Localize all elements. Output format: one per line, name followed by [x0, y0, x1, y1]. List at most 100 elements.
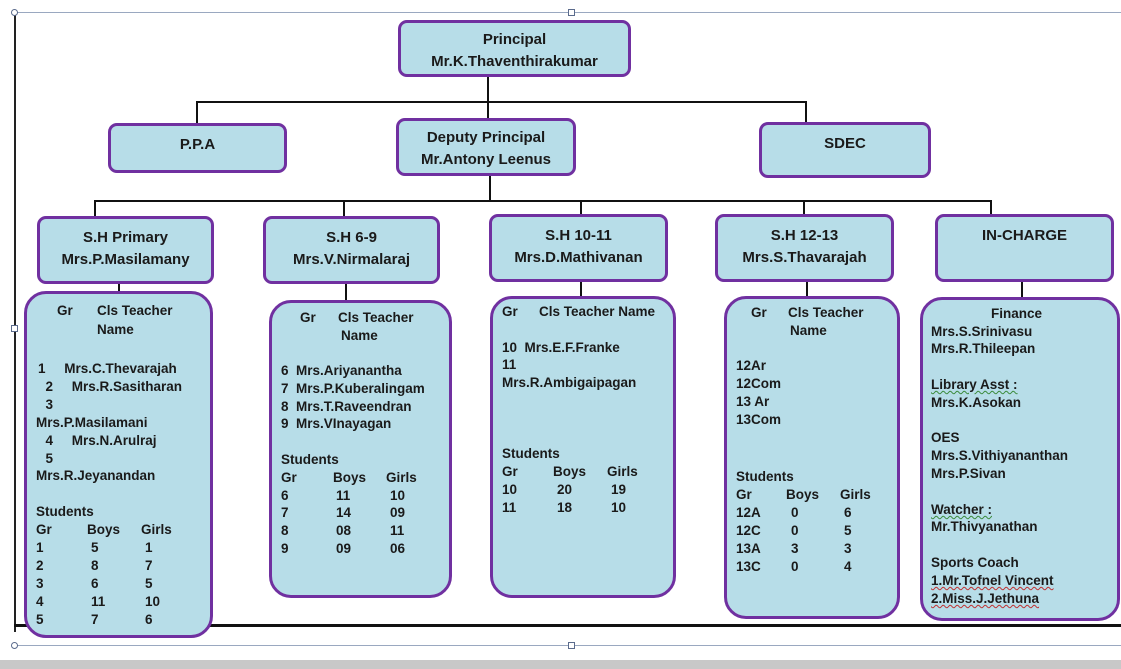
teacher-row: 10 Mrs.E.F.Franke: [502, 340, 620, 355]
head-box-primary[interactable]: S.H Primary Mrs.P.Masilamany: [37, 216, 214, 284]
oes-name: Mrs.S.Vithiyananthan: [931, 448, 1069, 463]
head-box-10-11[interactable]: S.H 10-11 Mrs.D.Mathivanan: [489, 214, 668, 282]
students-cell: 13C: [736, 559, 761, 574]
oes-name: Mrs.P.Sivan: [931, 466, 1006, 481]
library-label: Library Asst :: [931, 377, 1018, 392]
col-header-gr: Gr: [57, 303, 73, 318]
teacher-row: Mrs.P.Masilamani: [36, 415, 148, 430]
students-header-girls: Girls: [386, 470, 417, 485]
connector-line: [94, 200, 992, 202]
teacher-row: 11: [502, 357, 517, 372]
students-cell: 6: [91, 576, 99, 591]
students-cell: 3: [844, 541, 852, 556]
students-header-gr: Gr: [36, 522, 52, 537]
grade-12-13-detail-box[interactable]: [724, 296, 900, 619]
connector-line: [580, 200, 582, 216]
deputy-title: Deputy Principal: [426, 129, 546, 146]
head-box-6-9[interactable]: S.H 6-9 Mrs.V.Nirmalaraj: [263, 216, 440, 284]
head-box-in-charge[interactable]: IN-CHARGE: [935, 214, 1114, 282]
class-row: 13 Ar: [736, 394, 770, 409]
canvas-top-border: [14, 12, 1121, 13]
students-cell: 6: [145, 612, 153, 627]
connector-line: [806, 281, 808, 297]
students-cell: 09: [390, 505, 406, 520]
students-cell: 10: [390, 488, 406, 503]
sdec-box[interactable]: SDEC: [759, 122, 931, 178]
finance-name: Mrs.S.Srinivasu: [931, 324, 1033, 339]
connector-line: [345, 283, 347, 301]
col-header-name: Name: [97, 322, 134, 337]
students-label: Students: [281, 452, 339, 467]
watcher-name: Mr.Thivyanathan: [931, 519, 1038, 534]
principal-box[interactable]: Principal Mr.K.Thaventhirakumar: [398, 20, 631, 77]
students-cell: 5: [844, 523, 852, 538]
grade-10-11-detail-box[interactable]: [490, 296, 676, 598]
col-header-teacher: Cls Teacher: [97, 303, 173, 318]
students-header-gr: Gr: [502, 464, 518, 479]
connector-line: [196, 101, 807, 103]
students-cell: 5: [91, 540, 99, 555]
col-header-name: Name: [341, 328, 378, 343]
resize-handle-bottom-left[interactable]: [11, 642, 18, 649]
col-header-teacher: Cls Teacher Name: [539, 304, 656, 319]
students-header-gr: Gr: [281, 470, 297, 485]
primary-detail-box[interactable]: [24, 291, 213, 638]
connector-line: [805, 101, 807, 124]
students-cell: 06: [390, 541, 406, 556]
col-header-name: Name: [790, 323, 827, 338]
teacher-row: Mrs.R.Jeyanandan: [36, 468, 156, 483]
teacher-row: 9 Mrs.VInayagan: [281, 416, 392, 431]
connector-line: [580, 281, 582, 297]
teacher-row: 8 Mrs.T.Raveendran: [281, 399, 412, 414]
resize-handle-bottom[interactable]: [568, 642, 575, 649]
students-cell: 19: [611, 482, 627, 497]
ppa-box[interactable]: P.P.A: [108, 123, 287, 173]
sports-coach-name: 1.Mr.Tofnel Vincent: [931, 573, 1054, 588]
head-title: S.H 6-9: [326, 229, 377, 246]
teacher-row: Mrs.R.Ambigaipagan: [502, 375, 637, 390]
students-header-boys: Boys: [333, 470, 367, 485]
resize-handle-top-left[interactable]: [11, 9, 18, 16]
students-cell: 10: [145, 594, 161, 609]
students-header-boys: Boys: [786, 487, 820, 502]
connector-line: [990, 200, 992, 217]
students-cell: 18: [557, 500, 573, 515]
students-cell: 11: [390, 523, 405, 538]
watcher-label: Watcher :: [931, 502, 993, 517]
connector-line: [196, 101, 198, 126]
head-title: S.H 12-13: [770, 227, 839, 244]
oes-label: OES: [931, 430, 960, 445]
head-title: S.H 10-11: [545, 227, 612, 244]
head-name: Mrs.S.Thavarajah: [742, 249, 867, 266]
students-header-girls: Girls: [141, 522, 172, 537]
teacher-row: 6 Mrs.Ariyanantha: [281, 363, 402, 378]
students-header-boys: Boys: [553, 464, 587, 479]
students-cell: 3: [36, 576, 44, 591]
head-name: Mrs.V.Nirmalaraj: [292, 251, 410, 268]
grade-6-9-detail-box[interactable]: [269, 300, 452, 598]
canvas-left-border: [14, 12, 16, 632]
students-cell: 1: [36, 540, 44, 555]
students-label: Students: [502, 446, 560, 461]
deputy-principal-box[interactable]: Deputy Principal Mr.Antony Leenus: [396, 118, 576, 176]
in-charge-detail-box[interactable]: [920, 297, 1120, 621]
resize-handle-top[interactable]: [568, 9, 575, 16]
students-header-girls: Girls: [607, 464, 638, 479]
col-header-gr: Gr: [300, 310, 316, 325]
sdec-title: SDEC: [824, 135, 866, 152]
teacher-row: 2 Mrs.R.Sasitharan: [38, 379, 183, 394]
connector-line: [803, 200, 805, 216]
students-cell: 08: [336, 523, 352, 538]
students-cell: 4: [844, 559, 852, 574]
principal-title: Principal: [482, 31, 547, 48]
head-box-12-13[interactable]: S.H 12-13 Mrs.S.Thavarajah: [715, 214, 894, 282]
connector-line: [487, 101, 489, 120]
resize-handle-left[interactable]: [11, 325, 18, 332]
finance-name: Mrs.R.Thileepan: [931, 341, 1036, 356]
students-cell: 09: [336, 541, 352, 556]
students-cell: 5: [36, 612, 44, 627]
students-cell: 6: [844, 505, 852, 520]
deputy-name: Mr.Antony Leenus: [420, 151, 551, 168]
library-name: Mrs.K.Asokan: [931, 395, 1022, 410]
head-name: Mrs.P.Masilamany: [61, 251, 190, 268]
